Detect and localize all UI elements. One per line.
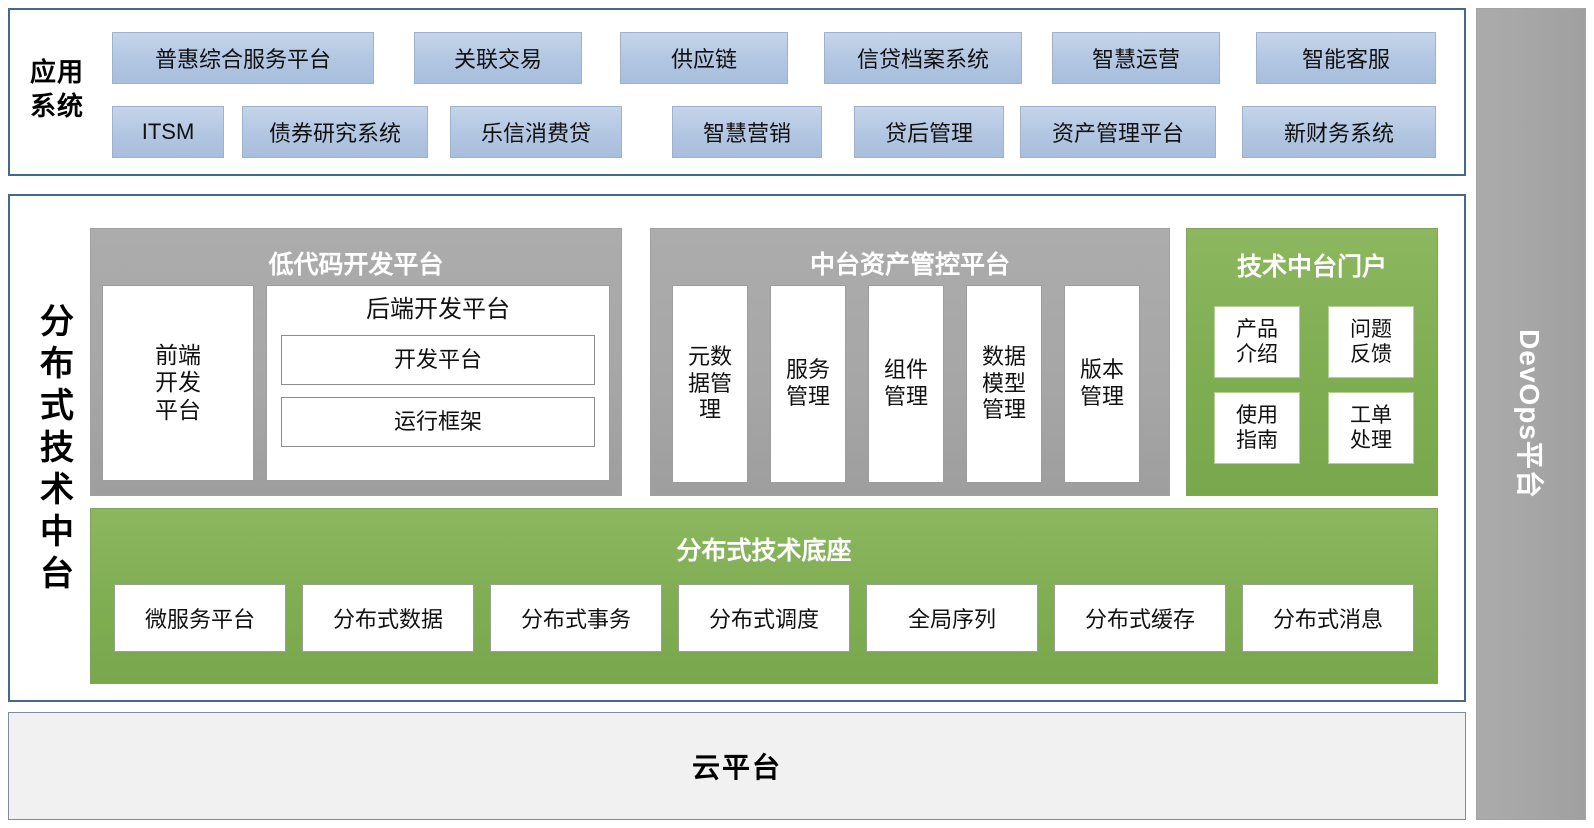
app-system-box[interactable]: 供应链 — [620, 32, 788, 84]
cloud-platform-panel: 云平台 — [8, 712, 1466, 820]
distributed-foundation-title: 分布式技术底座 — [676, 537, 852, 565]
backend-dev-platform-card: 后端开发平台 开发平台 运行框架 — [266, 285, 610, 481]
asset-col-version-management[interactable]: 版本 管理 — [1064, 285, 1140, 483]
app-system-box[interactable]: ITSM — [112, 106, 224, 158]
portal-card-product-intro[interactable]: 产品 介绍 — [1214, 306, 1300, 378]
devops-platform-label: DevOps平台 — [1514, 329, 1546, 499]
foundation-card-global-sequence[interactable]: 全局序列 — [866, 584, 1038, 652]
backend-sub-dev-platform[interactable]: 开发平台 — [281, 334, 595, 385]
foundation-card-microservice-platform[interactable]: 微服务平台 — [114, 584, 286, 652]
app-system-box[interactable]: 关联交易 — [414, 32, 582, 84]
application-systems-row-2: ITSM 债券研究系统乐信消费贷智慧营销贷后管理资产管理平台新财务系统 — [112, 106, 1582, 158]
backend-sub-runtime-framework[interactable]: 运行框架 — [281, 396, 595, 447]
foundation-card-distributed-cache[interactable]: 分布式缓存 — [1054, 584, 1226, 652]
distributed-tech-platform-label: 分布式技术中台 — [34, 303, 72, 597]
foundation-card-distributed-data[interactable]: 分布式数据 — [302, 584, 474, 652]
foundation-card-distributed-scheduling[interactable]: 分布式调度 — [678, 584, 850, 652]
application-systems-row-1: 普惠综合服务平台关联交易供应链信贷档案系统智慧运营智能客服 — [112, 32, 1582, 84]
app-system-box[interactable]: 智慧运营 — [1052, 32, 1220, 84]
app-system-box[interactable]: 资产管理平台 — [1020, 106, 1216, 158]
backend-dev-platform-title: 后端开发平台 — [366, 296, 510, 323]
portal-card-ticket-handling[interactable]: 工单 处理 — [1328, 392, 1414, 464]
asset-col-component-management[interactable]: 组件 管理 — [868, 285, 944, 483]
low-code-platform-title: 低代码开发平台 — [268, 251, 444, 279]
app-system-box[interactable]: 普惠综合服务平台 — [112, 32, 374, 84]
application-systems-label-line2: 系统 — [29, 91, 84, 121]
app-system-box[interactable]: 智慧营销 — [672, 106, 822, 158]
app-system-box[interactable]: 债券研究系统 — [242, 106, 428, 158]
app-system-box[interactable]: 新财务系统 — [1242, 106, 1436, 158]
app-system-box[interactable]: 贷后管理 — [854, 106, 1004, 158]
asset-col-data-model-management[interactable]: 数据 模型 管理 — [966, 285, 1042, 483]
frontend-dev-platform-card[interactable]: 前端 开发 平台 — [102, 285, 254, 481]
asset-col-metadata-management[interactable]: 元数 据管 理 — [672, 285, 748, 483]
cloud-platform-label: 云平台 — [691, 752, 782, 783]
foundation-card-distributed-message[interactable]: 分布式消息 — [1242, 584, 1414, 652]
app-system-box[interactable]: 智能客服 — [1256, 32, 1436, 84]
application-systems-label-line1: 应用 — [29, 57, 84, 88]
asset-col-service-management[interactable]: 服务 管理 — [770, 285, 846, 483]
portal-card-issue-feedback[interactable]: 问题 反馈 — [1328, 306, 1414, 378]
portal-card-usage-guide[interactable]: 使用 指南 — [1214, 392, 1300, 464]
tech-portal-title: 技术中台门户 — [1236, 253, 1387, 281]
app-system-box[interactable]: 乐信消费贷 — [450, 106, 622, 158]
foundation-card-distributed-transaction[interactable]: 分布式事务 — [490, 584, 662, 652]
app-system-box[interactable]: 信贷档案系统 — [824, 32, 1022, 84]
devops-platform-panel: DevOps平台 — [1476, 8, 1586, 820]
asset-control-platform-title: 中台资产管控平台 — [809, 251, 1010, 279]
application-systems-label: 应用 系统 — [14, 40, 100, 140]
